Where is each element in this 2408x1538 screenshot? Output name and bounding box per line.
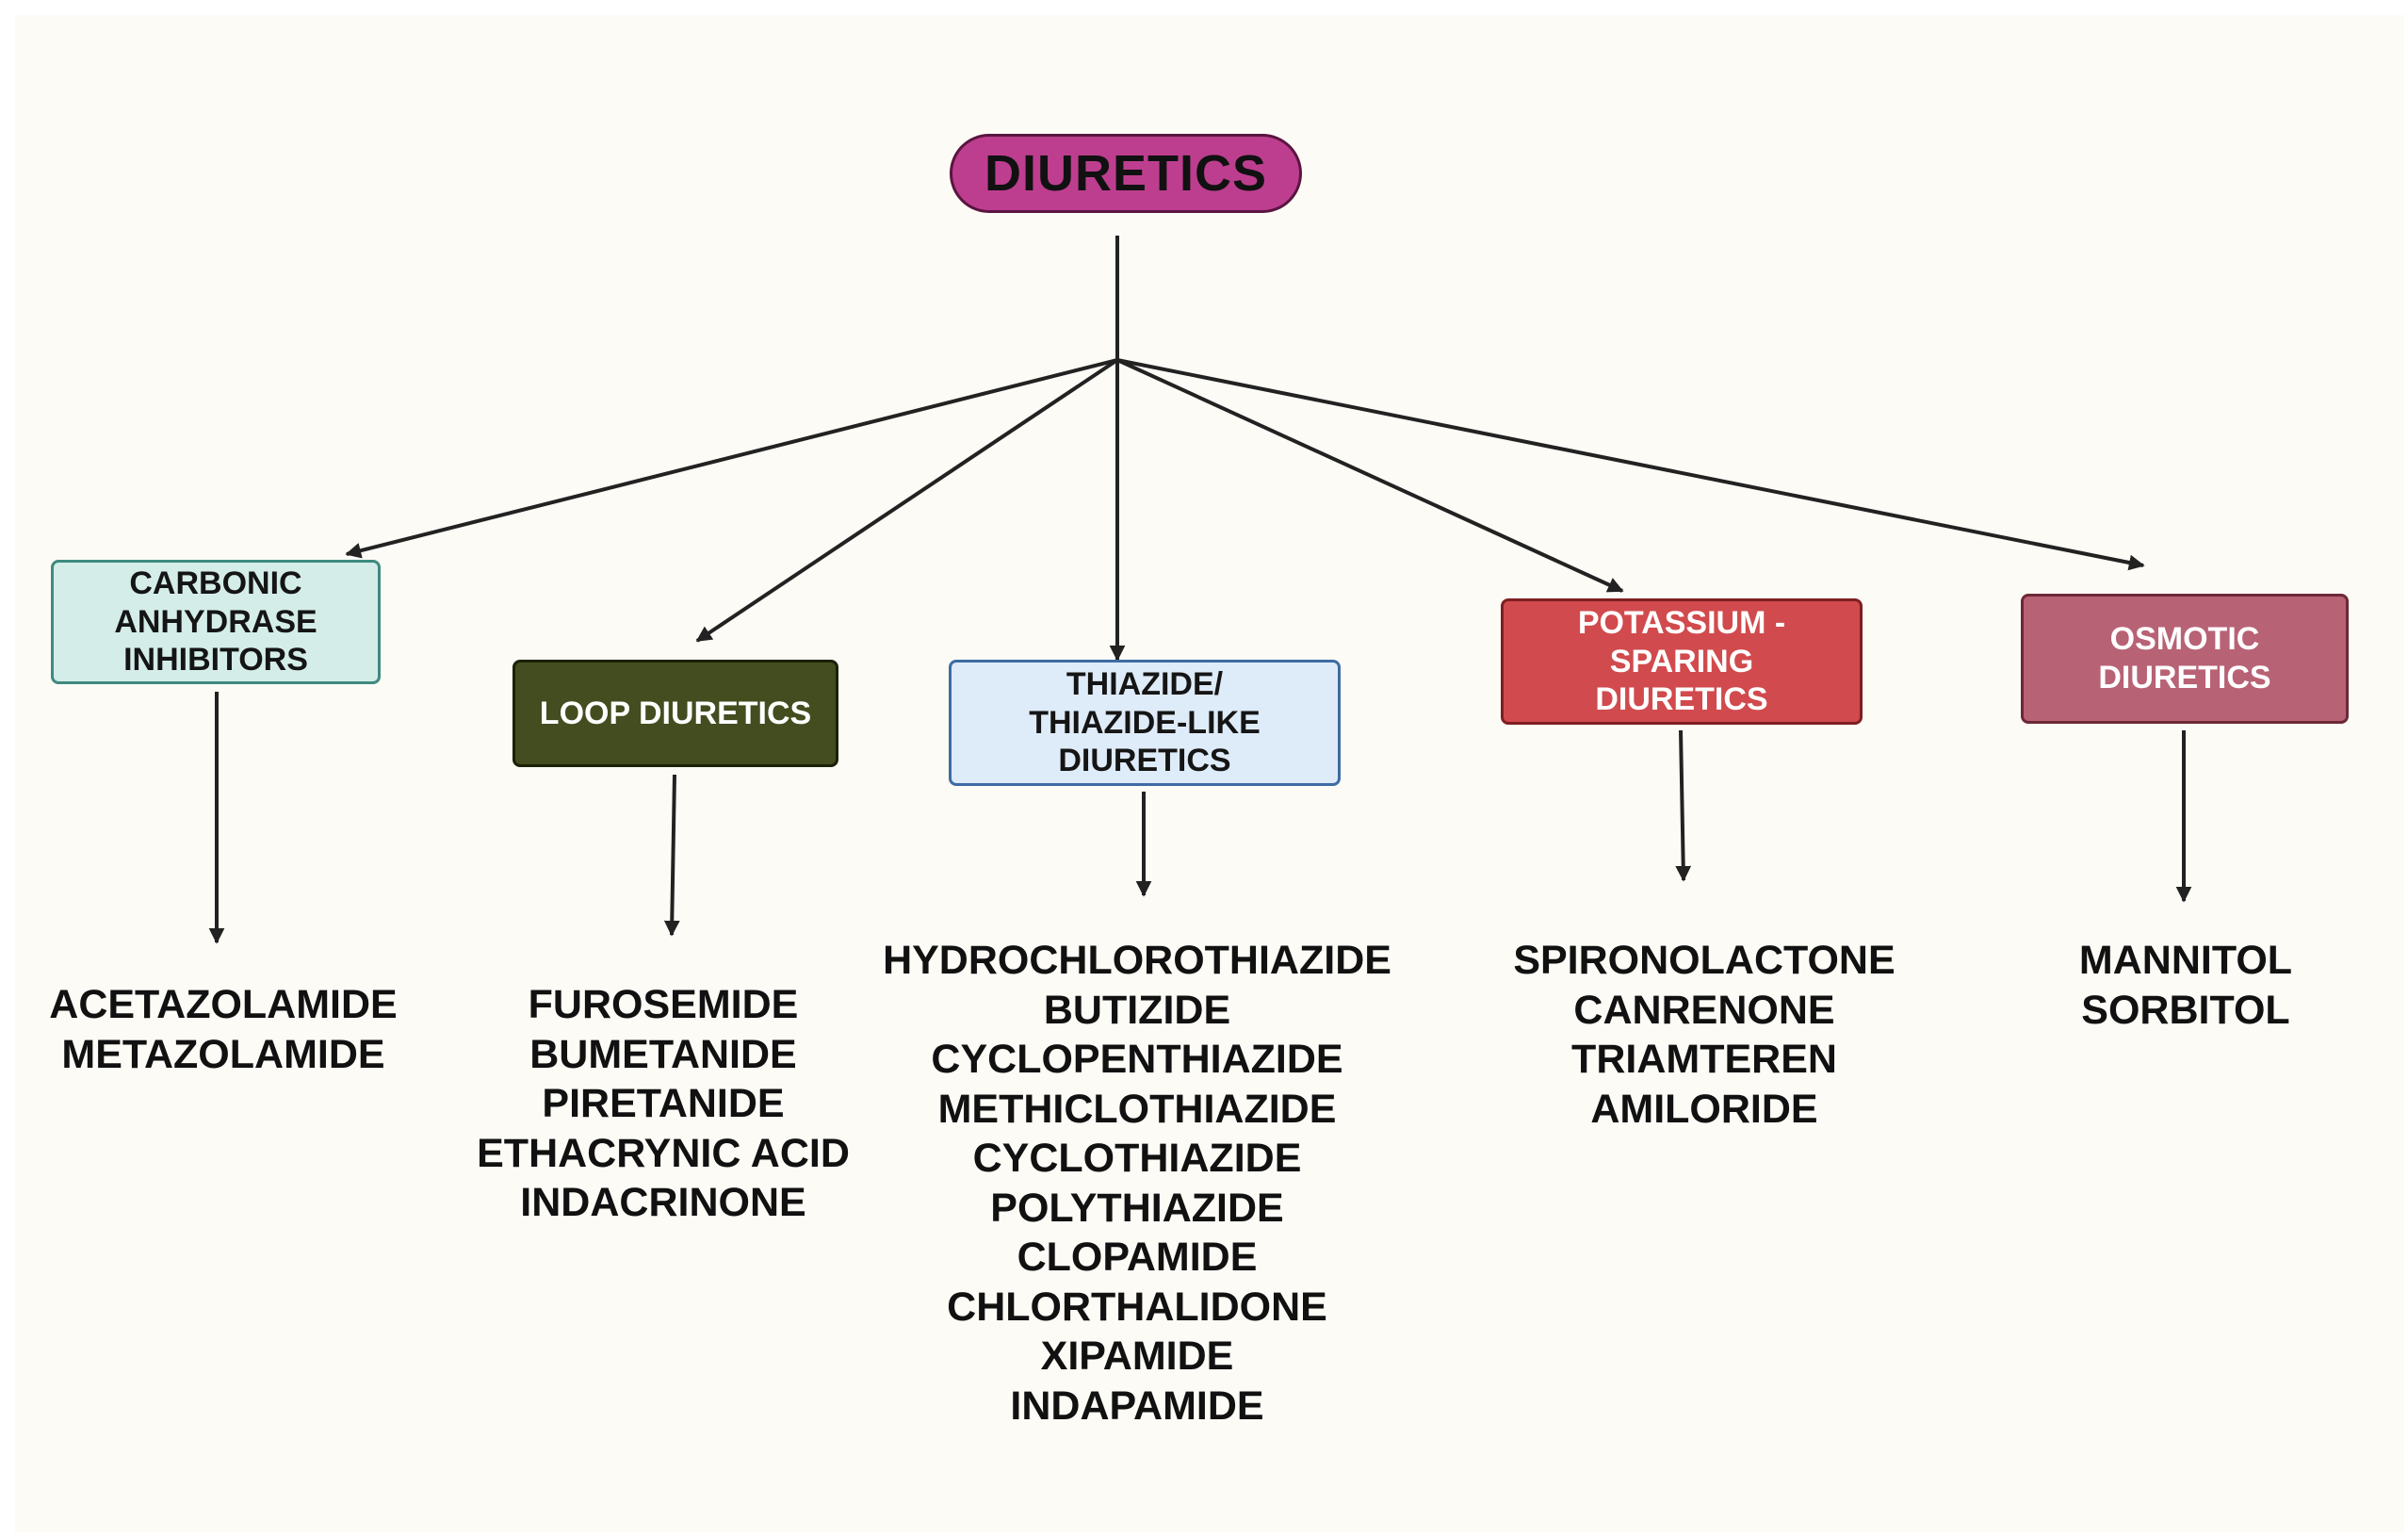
category-node-thiazide-diuretics: THIAZIDE/ THIAZIDE-LIKE DIURETICS: [949, 660, 1341, 786]
drug-list-carbonic-anhydrase-inhibitors: ACETAZOLAMIDE METAZOLAMIDE: [49, 980, 397, 1079]
edge-root-to-loop: [695, 358, 1119, 643]
drug-name: ETHACRYNIC ACID: [477, 1130, 850, 1176]
root-node-diuretics: DIURETICS: [950, 134, 1302, 213]
drug-list-thiazide-diuretics: HYDROCHLOROTHIAZIDE BUTIZIDE CYCLOPENTHI…: [883, 936, 1391, 1431]
drug-name: SORBITOL: [2081, 987, 2290, 1033]
drug-name: SPIRONOLACTONE: [1513, 938, 1895, 983]
category-label: LOOP DIURETICS: [539, 695, 812, 731]
drug-name: BUTIZIDE: [1043, 987, 1231, 1033]
edge-root-to-carbonic: [345, 358, 1118, 559]
drug-name: HYDROCHLOROTHIAZIDE: [883, 938, 1391, 983]
drug-name: METAZOLAMIDE: [61, 1031, 385, 1077]
drug-name: CHLORTHALIDONE: [947, 1284, 1327, 1330]
category-node-carbonic-anhydrase-inhibitors: CARBONIC ANHYDRASE INHIBITORS: [51, 560, 381, 684]
drug-name: XIPAMIDE: [1040, 1333, 1234, 1379]
edge-root-to-osmotic: [1116, 358, 2145, 571]
drug-list-osmotic-diuretics: MANNITOL SORBITOL: [2079, 936, 2292, 1035]
drug-name: METHICLOTHIAZIDE: [937, 1086, 1337, 1132]
drug-list-loop-diuretics: FUROSEMIDE BUMETANIDE PIRETANIDE ETHACRY…: [477, 980, 850, 1228]
edge-root-to-potassium: [1116, 358, 1624, 593]
edge-loop-to-drugs: [663, 774, 680, 937]
drug-name: AMILORIDE: [1590, 1086, 1818, 1132]
drug-list-potassium-sparing-diuretics: SPIRONOLACTONE CANRENONE TRIAMTEREN AMIL…: [1513, 936, 1895, 1134]
drug-name: CYCLOTHIAZIDE: [972, 1136, 1302, 1181]
edge-potassium-to-drugs: [1675, 729, 1692, 882]
drug-name: CLOPAMIDE: [1017, 1235, 1258, 1280]
drug-name: CANRENONE: [1573, 987, 1835, 1033]
drug-name: ACETAZOLAMIDE: [49, 982, 398, 1027]
category-node-potassium-sparing-diuretics: POTASSIUM - SPARING DIURETICS: [1501, 598, 1863, 725]
category-label: POTASSIUM - SPARING DIURETICS: [1577, 604, 1786, 718]
drug-name: POLYTHIAZIDE: [990, 1185, 1284, 1231]
drug-name: BUMETANIDE: [529, 1031, 797, 1077]
drug-name: INDAPAMIDE: [1010, 1383, 1264, 1429]
drug-name: MANNITOL: [2078, 938, 2293, 983]
drug-name: INDACRINONE: [520, 1180, 806, 1225]
drug-name: TRIAMTEREN: [1571, 1037, 1837, 1082]
drug-name: PIRETANIDE: [542, 1081, 785, 1126]
category-label: OSMOTIC DIURETICS: [2098, 621, 2271, 695]
category-node-osmotic-diuretics: OSMOTIC DIURETICS: [2021, 594, 2349, 724]
category-node-loop-diuretics: LOOP DIURETICS: [513, 660, 838, 767]
drug-name: FUROSEMIDE: [528, 982, 799, 1027]
root-label: DIURETICS: [984, 144, 1267, 202]
drug-name: CYCLOPENTHIAZIDE: [931, 1037, 1343, 1082]
category-label: THIAZIDE/ THIAZIDE-LIKE DIURETICS: [1029, 665, 1261, 779]
category-label: CARBONIC ANHYDRASE INHIBITORS: [114, 564, 317, 679]
